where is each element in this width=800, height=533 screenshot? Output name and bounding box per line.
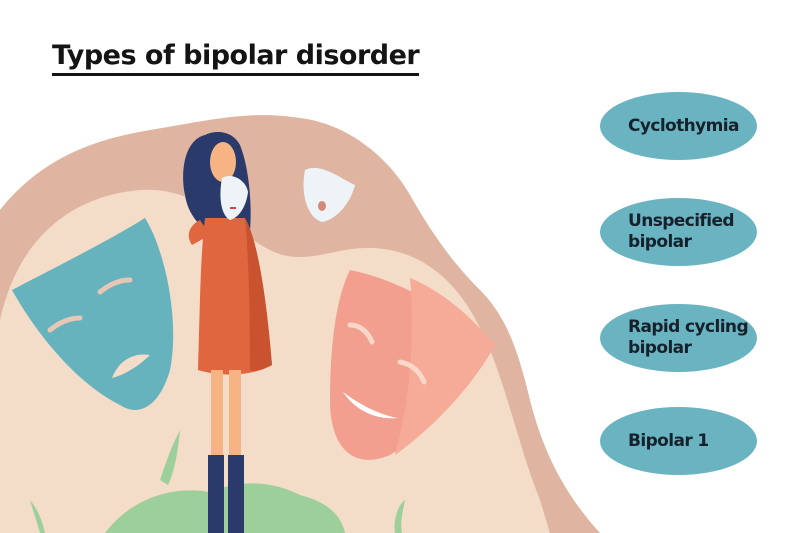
grass-mound: [105, 483, 345, 533]
bipolar-masks-illustration: [0, 115, 600, 533]
sad-mask-icon: [12, 218, 174, 410]
type-pill-unspecified-bipolar: Unspecified bipolar: [600, 198, 757, 266]
woman-figure-icon: [183, 132, 272, 533]
type-pill-rapid-cycling-bipolar: Rapid cycling bipolar: [600, 304, 757, 372]
type-pill-cyclothymia: Cyclothymia: [600, 92, 757, 160]
type-label: Bipolar 1: [628, 430, 709, 451]
type-label: Rapid cycling bipolar: [628, 317, 749, 358]
type-pill-bipolar-1: Bipolar 1: [600, 407, 757, 475]
type-label: Unspecified bipolar: [628, 211, 735, 252]
floating-white-mask-icon: [303, 167, 355, 222]
happy-mask-icon: [330, 270, 495, 460]
page-title: Types of bipolar disorder: [52, 40, 420, 76]
type-label: Cyclothymia: [628, 115, 739, 136]
